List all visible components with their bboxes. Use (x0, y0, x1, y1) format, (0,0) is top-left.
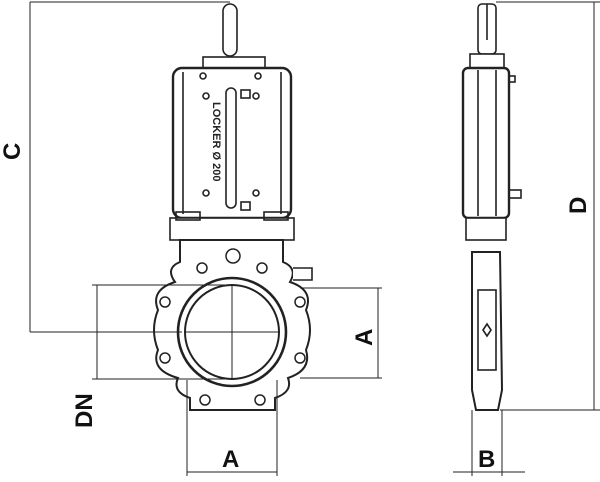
dim-b-label: B (478, 446, 495, 473)
stem (222, 3, 238, 57)
actuator-label: LOCKER Ø 200 (210, 102, 222, 181)
dim-a-horizontal-label: A (222, 446, 239, 473)
dim-d-label: D (565, 197, 592, 214)
dim-dn-label: DN (71, 393, 98, 428)
side-view (461, 3, 522, 411)
side-actuator (461, 66, 511, 220)
dim-c-label: C (0, 143, 26, 160)
actuator-cylinder (171, 66, 293, 220)
front-view: LOCKER Ø 200 (153, 3, 313, 411)
dimension-lines (29, 1, 600, 476)
side-body (471, 251, 504, 411)
dim-a-vertical-label: A (351, 329, 378, 346)
